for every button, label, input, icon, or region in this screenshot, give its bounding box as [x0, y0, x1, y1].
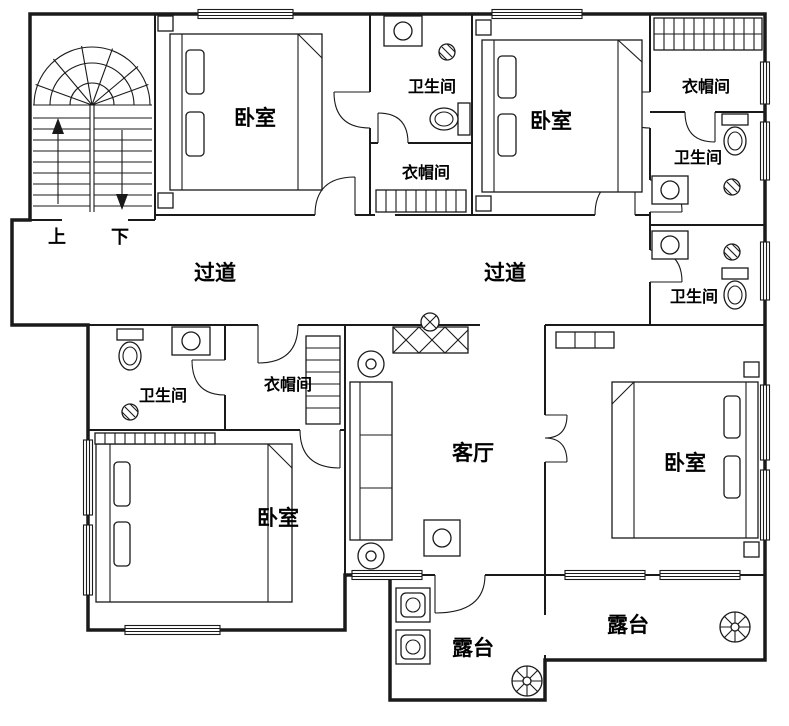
label-terrace-center: 露台 [452, 636, 494, 660]
window [759, 384, 771, 461]
window [82, 524, 94, 596]
window [491, 8, 583, 20]
window [759, 61, 771, 105]
label-cloak-middle: 衣帽间 [402, 163, 450, 182]
label-bedroom-top-right: 卧室 [530, 109, 572, 133]
planter-icon [395, 587, 431, 623]
bed-icon [475, 19, 643, 212]
stair-down-arrow [116, 130, 128, 210]
window [759, 469, 771, 541]
floor-drain-icon [121, 403, 139, 421]
side-table-icon [357, 350, 385, 378]
windows [82, 8, 771, 636]
window [759, 121, 771, 181]
label-cloak-left: 衣帽间 [264, 375, 312, 394]
room-labels: 卧室 卫生间 卧室 衣帽间 卫生间 衣帽间 上 下 过道 过道 卫生间 卫生间 … [48, 77, 730, 660]
sink-icon [171, 326, 211, 356]
label-bedroom-top-left: 卧室 [234, 106, 276, 130]
toilet-icon [721, 267, 749, 310]
label-stair-up: 上 [48, 227, 66, 247]
floor-drain-icon [723, 178, 741, 196]
shelf-icon [305, 335, 341, 425]
sink-icon [651, 175, 689, 205]
label-bedroom-bottom-left: 卧室 [257, 506, 299, 530]
window [124, 624, 221, 636]
coffee-table-icon [423, 519, 461, 557]
furniture [94, 15, 763, 697]
label-bath-left: 卫生间 [139, 386, 187, 405]
sink-icon [383, 15, 423, 47]
bed-icon [157, 15, 323, 209]
floor-drain-icon [723, 243, 741, 261]
staircase [33, 45, 152, 212]
window [659, 569, 741, 581]
label-terrace-right: 露台 [607, 613, 649, 637]
wall-lamp-icon [420, 312, 440, 332]
plant-icon [719, 611, 751, 643]
window [564, 569, 646, 581]
label-corridor-middle: 过道 [484, 261, 526, 285]
plant-icon [511, 665, 543, 697]
bed-icon [611, 361, 760, 558]
window [351, 569, 423, 581]
interior-walls [12, 14, 765, 660]
window [82, 439, 94, 516]
planter-icon [395, 629, 431, 665]
label-cloak-top-right: 衣帽间 [682, 77, 730, 96]
label-bath-right-upper: 卫生间 [674, 148, 722, 167]
sink-icon [651, 230, 689, 260]
label-living: 客厅 [452, 441, 494, 465]
window [197, 8, 294, 20]
wardrobe-icon [375, 189, 467, 213]
label-bedroom-right: 卧室 [664, 451, 706, 475]
label-corridor-left: 过道 [194, 261, 236, 285]
label-stair-down: 下 [111, 227, 129, 247]
stair-up-arrow [52, 118, 64, 204]
sofa-icon [349, 381, 393, 541]
toilet-icon [721, 113, 749, 156]
window [759, 241, 771, 301]
dresser-icon [555, 331, 615, 349]
floor-drain-icon [438, 43, 456, 61]
side-table-icon [357, 542, 385, 570]
wardrobe-icon [653, 17, 763, 51]
toilet-icon [116, 328, 144, 371]
dresser-icon [94, 432, 216, 445]
label-bath-right-lower: 卫生间 [670, 287, 718, 306]
toilet-icon [429, 102, 471, 136]
label-bath-top: 卫生间 [408, 77, 456, 96]
